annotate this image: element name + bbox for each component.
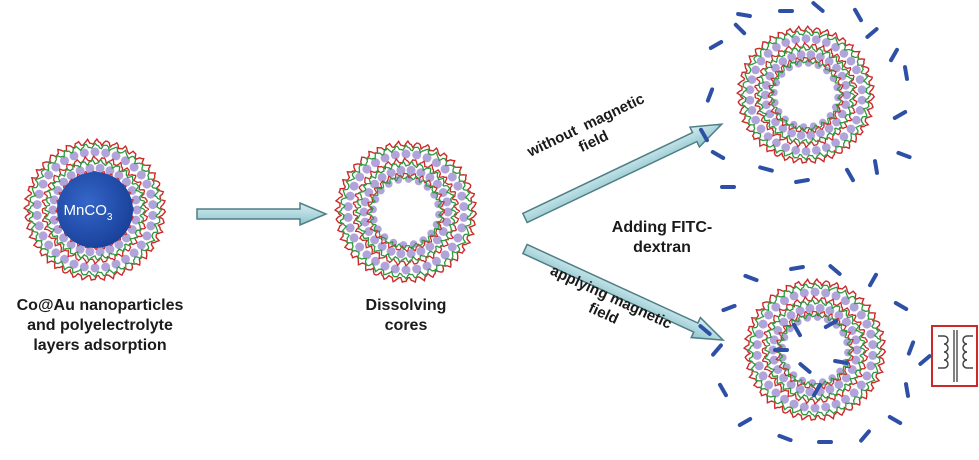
step1-caption-line1: Co@Au nanoparticles [16, 297, 184, 314]
dextran-molecule [792, 322, 802, 338]
polyelectrolyte-layer [352, 157, 461, 267]
polyelectrolyte-layer [354, 160, 457, 264]
dextran-molecule [721, 303, 737, 313]
dextran-molecule [811, 1, 825, 13]
hollow-capsule [333, 139, 478, 284]
dextran-molecule [868, 272, 878, 288]
mnco3-core [57, 172, 133, 248]
dextran-molecule [777, 433, 793, 443]
adding-dextran-line1: Adding FITC- [611, 219, 713, 236]
dextran-molecule [893, 301, 909, 311]
polyelectrolyte-layer [754, 41, 859, 149]
step1-caption: Co@Au nanoparticles and polyelectrolyte … [0, 296, 200, 356]
core-label-subscript: 3 [107, 212, 113, 223]
arrow-applying-field [521, 243, 726, 342]
nanoparticle-layer [32, 147, 158, 273]
step2-caption: Dissolving cores [346, 296, 466, 336]
dextran-molecule [892, 110, 908, 120]
nanoparticle-layer [745, 34, 867, 156]
step1-caption-line2: and polyelectrolyte [27, 317, 173, 334]
dextran-molecule [710, 150, 726, 160]
nanoparticle-layer [48, 163, 142, 257]
dextran-molecule [737, 417, 753, 427]
step1-caption-line3: layers adsorption [33, 337, 167, 354]
dextran-molecule [698, 324, 712, 336]
core-label: MnCO3 [64, 202, 113, 223]
dextran-molecule [711, 343, 723, 357]
dextran-molecule [904, 382, 910, 398]
dextran-molecule [845, 167, 855, 183]
fitc-dextran-inside-and-out [698, 264, 932, 444]
dextran-molecule [705, 87, 715, 103]
dextran-molecule [823, 319, 839, 329]
dextran-molecule [798, 362, 812, 374]
dextran-molecule [889, 47, 899, 63]
polyelectrolyte-layer [740, 29, 872, 161]
dextran-molecule [903, 65, 909, 81]
dextran-molecule [896, 150, 912, 160]
dextran-molecule [718, 382, 728, 398]
dextran-molecule [853, 7, 863, 23]
arrow-without-field [521, 123, 724, 224]
step2-caption-line2: cores [384, 317, 428, 334]
dextran-molecule [789, 265, 805, 271]
dextran-molecule [736, 12, 752, 18]
step2-caption-line1: Dissolving [365, 297, 447, 314]
polyelectrolyte-layer [763, 298, 866, 402]
nanoparticle-layer [770, 59, 842, 131]
magnet-coil-icon [931, 325, 978, 387]
dextran-molecule [887, 415, 903, 425]
dextran-molecule [812, 382, 822, 398]
capsule-without-field [736, 24, 876, 165]
polyelectrolyte-layer [367, 174, 444, 250]
polyelectrolyte-layer [27, 142, 163, 278]
nanoparticle-layer [359, 165, 453, 259]
dextran-molecule [708, 40, 724, 50]
dextran-molecule [758, 165, 774, 173]
polyelectrolyte-layer [769, 58, 843, 132]
dextran-molecule [865, 27, 879, 39]
polyelectrolyte-layer [756, 45, 856, 145]
dextran-molecule [699, 127, 709, 143]
fitc-dextran-outside [699, 1, 912, 189]
dextran-molecule [828, 264, 842, 276]
dextran-molecule [873, 159, 879, 175]
nanoparticle-layer [343, 149, 469, 275]
dextran-molecule [733, 22, 747, 36]
dextran-molecule [918, 354, 932, 366]
adding-dextran-line2: dextran [633, 239, 691, 256]
nanoparticle-layer [760, 50, 852, 140]
dextran-molecule [906, 340, 916, 356]
dextran-molecule [859, 429, 871, 443]
capsule-with-field [742, 277, 887, 422]
polyelectrolyte-layer [761, 295, 870, 405]
polyelectrolyte-layer [747, 282, 883, 418]
core-label-text: MnCO [64, 202, 107, 219]
polyelectrolyte-layer [338, 144, 474, 280]
dextran-molecule [794, 178, 810, 184]
arrow-dissolve [196, 201, 328, 227]
dextran-molecule [743, 273, 759, 283]
adding-dextran-label: Adding FITC- dextran [592, 218, 732, 258]
dextran-molecule [833, 359, 849, 365]
polyelectrolyte-layer [41, 155, 150, 265]
polyelectrolyte-layer [43, 158, 146, 262]
